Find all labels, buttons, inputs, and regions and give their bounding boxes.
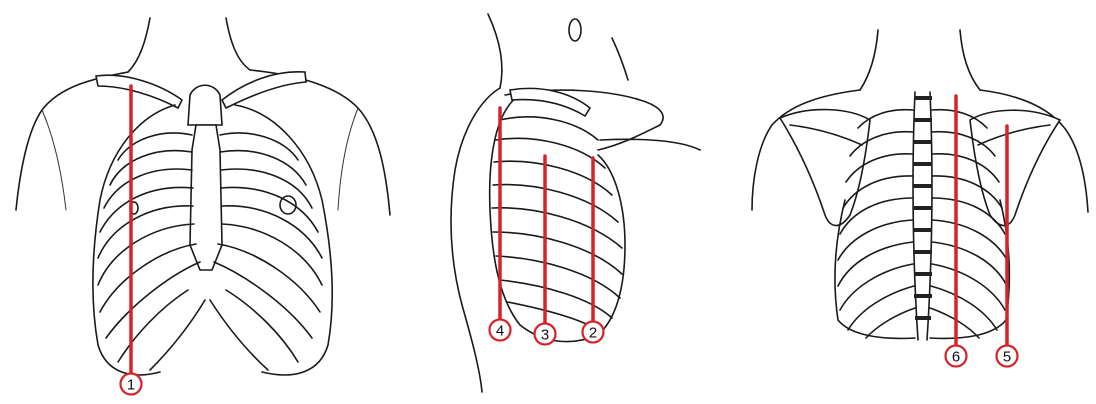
marker-2-label: 2: [589, 325, 597, 342]
marker-6-label: 6: [952, 349, 960, 366]
marker-1: 1: [121, 374, 142, 395]
marker-3-label: 3: [541, 327, 549, 344]
marker-6: 6: [946, 346, 967, 367]
anterior-view: [16, 18, 390, 375]
lateral-view: [451, 14, 700, 392]
marker-4-label: 4: [496, 323, 504, 340]
marker-5-label: 5: [1003, 349, 1011, 366]
marker-4: 4: [490, 320, 511, 341]
marker-2: 2: [583, 322, 604, 343]
marker-5: 5: [997, 346, 1018, 367]
marker-3: 3: [535, 324, 556, 345]
marker-1-label: 1: [127, 377, 135, 394]
posterior-view: [752, 30, 1088, 344]
